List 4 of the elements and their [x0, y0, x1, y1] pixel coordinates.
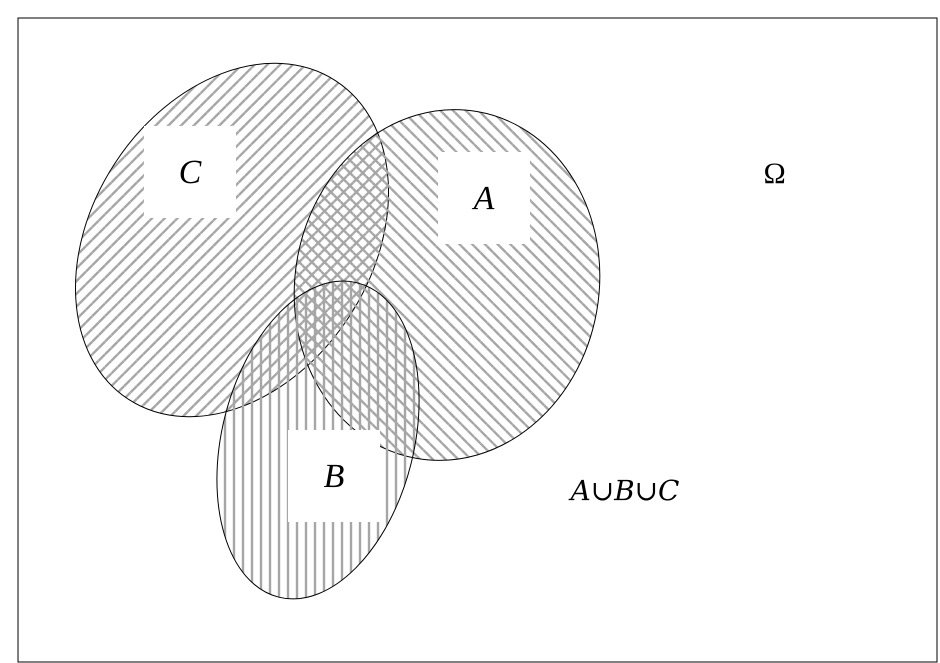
union-label: A∪B∪C [568, 479, 679, 501]
set-label: B [288, 430, 380, 522]
set-label: C [144, 126, 236, 218]
set-label: A [438, 152, 530, 244]
